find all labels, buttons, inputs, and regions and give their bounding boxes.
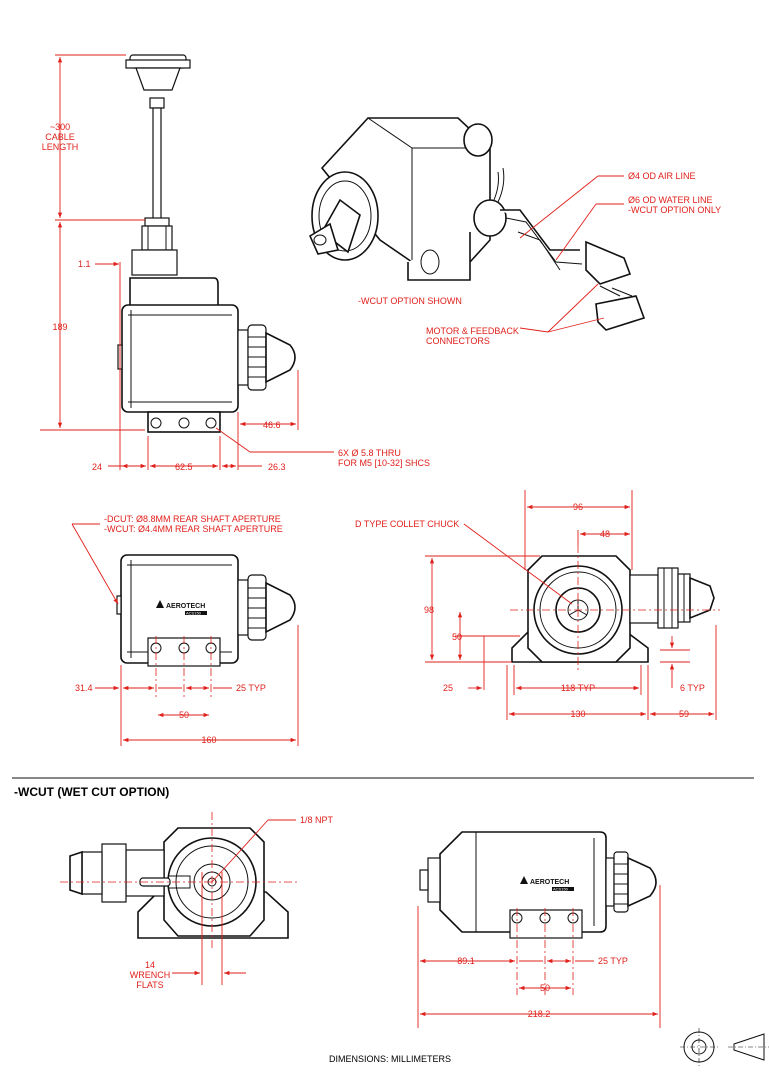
wcut-side-view: AEROTECH ACS150 <box>417 831 661 1028</box>
front-foot-thickness: 6 TYP <box>680 683 705 693</box>
motor-housing <box>117 277 239 433</box>
wcut-left-offset: 89.1 <box>457 956 475 966</box>
wcut-title: -WCUT (WET CUT OPTION) <box>14 785 169 799</box>
front-center-height: 50 <box>452 632 462 642</box>
side-typ-spacing: 25 TYP <box>236 683 266 693</box>
third-angle-projection-icon <box>680 1028 769 1066</box>
air-line-label: Ø4 OD AIR LINE <box>628 171 696 181</box>
wcut-rear-view <box>60 812 300 985</box>
side-brand-logo: AEROTECH ACS150 <box>156 600 207 616</box>
hole-spacing-dimension: 62.5 <box>175 462 193 472</box>
left-offset-dimension: 24 <box>92 462 102 472</box>
wcut-model-text: ACS150 <box>553 887 569 892</box>
front-view-dimensions <box>425 490 717 720</box>
front-height: 98 <box>424 605 434 615</box>
wcut-hole-span: 50 <box>540 983 550 993</box>
side-brand-text: AEROTECH <box>166 603 205 610</box>
front-half-width: 48 <box>600 529 610 539</box>
front-base-height: 25 <box>443 683 453 693</box>
wcut-overall-length: 218.2 <box>528 1009 551 1019</box>
side-left-offset: 31.4 <box>75 683 93 693</box>
side-model-text: ACS150 <box>186 611 202 616</box>
cable-strain-relief <box>131 217 178 276</box>
side-overall-length: 160 <box>201 735 216 745</box>
iso-cables <box>493 167 646 331</box>
wcut-typ-spacing: 25 TYP <box>598 956 628 966</box>
front-body <box>510 545 720 670</box>
right-offset-dimension: 26.3 <box>268 462 286 472</box>
flange-offset-dimension: 1.1 <box>78 259 91 269</box>
iso-motor-body <box>308 117 507 281</box>
spindle-nose <box>237 324 296 391</box>
front-foot-spacing: 118 TYP <box>561 683 595 693</box>
units-note: DIMENSIONS: MILLIMETERS <box>329 1054 451 1064</box>
top-view-dimensions <box>40 54 334 470</box>
nose-length-dimension: 46.6 <box>263 420 281 430</box>
front-width: 96 <box>573 502 583 512</box>
front-view: D TYPE COLLET CHUCK 96 48 98 50 25 118 T… <box>355 490 720 720</box>
aperture-note: -DCUT: Ø8.8MM REAR SHAFT APERTURE-WCUT: … <box>104 514 283 534</box>
option-shown-label: -WCUT OPTION SHOWN <box>358 296 462 306</box>
front-motor-extension: 59 <box>679 709 689 719</box>
front-base-width: 130 <box>570 709 585 719</box>
wcut-brand-text: AEROTECH <box>530 879 569 886</box>
height-dimension: 189 <box>52 322 67 332</box>
iso-annotations <box>519 175 624 333</box>
chuck-label: D TYPE COLLET CHUCK <box>355 519 459 529</box>
water-line-label: Ø6 OD WATER LINE-WCUT OPTION ONLY <box>628 195 721 215</box>
side-hole-span: 50 <box>179 710 189 720</box>
npt-label: 1/8 NPT <box>300 815 334 825</box>
isometric-view: Ø4 OD AIR LINE Ø6 OD WATER LINE-WCUT OPT… <box>308 117 721 346</box>
side-view-dimensions <box>71 523 299 746</box>
cable-connector <box>125 54 191 221</box>
side-body <box>116 554 296 700</box>
side-view: AEROTECH ACS150 -DCUT: Ø8.8MM REAR SHAFT… <box>71 514 299 746</box>
